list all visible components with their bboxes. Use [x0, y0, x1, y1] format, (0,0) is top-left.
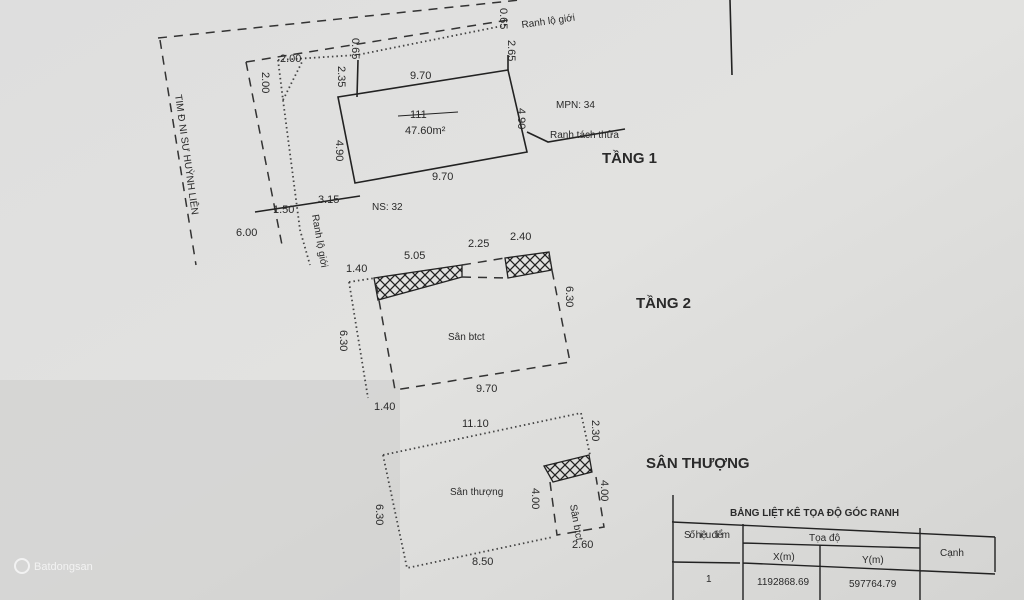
rooftop-plan: Sân thượng Sân btct 11.10 2.30 6.30 8.50…	[373, 411, 750, 570]
dim-bottom-left: 1.40	[374, 401, 395, 413]
dim-a: 1.40	[346, 263, 367, 275]
ns-label: NS: 32	[372, 202, 403, 213]
table-row: 1 1192868.69 597764.79	[706, 574, 897, 590]
table-title: BẢNG LIỆT KÊ TỌA ĐỘ GÓC RANH	[730, 506, 899, 519]
mpn-label: MPN: 34	[556, 100, 595, 111]
dim-inner-right: 4.00	[598, 480, 610, 501]
parcel-number: 111	[410, 109, 427, 121]
dim-setback-left: 2.35	[335, 66, 347, 87]
dim-seg-b: 3.15	[318, 194, 339, 206]
corner-coordinates-table: BẢNG LIỆT KÊ TỌA ĐỘ GÓC RANH Số hiệu điể…	[671, 495, 996, 600]
rooftop-label: Sân thượng	[450, 487, 503, 498]
dim-bottom: 8.50	[472, 556, 493, 568]
header-x: X(m)	[773, 552, 795, 563]
dim-left: 4.90	[333, 140, 345, 161]
floor-1-title: TẦNG 1	[602, 150, 657, 167]
watermark: Batdongsan	[14, 558, 93, 574]
dim-setback-right: 2.65	[505, 40, 517, 61]
parcel-area: 47.60m²	[405, 125, 446, 137]
dim-road: 6.00	[236, 227, 257, 239]
dim-bottom: 9.70	[476, 383, 497, 395]
cell-x: 1192868.69	[757, 577, 810, 588]
dim-right: 4.90	[515, 108, 527, 129]
header-y: Y(m)	[862, 555, 884, 566]
dim-right-top: 2.30	[589, 420, 601, 441]
dim-c: 2.25	[468, 238, 489, 250]
dim-seg-a: 1.50	[273, 204, 294, 216]
dim-left: 6.30	[373, 504, 385, 525]
dim-left: 6.30	[337, 330, 349, 351]
header-point: Số hiệu điểm	[684, 529, 730, 541]
parcel-111	[337, 69, 528, 184]
dim-offset-a: 0.65	[349, 38, 361, 59]
watermark-text: Batdongsan	[34, 561, 93, 573]
floor-2-title: TẦNG 2	[636, 295, 691, 312]
cell-point: 1	[706, 574, 712, 585]
ranh-tach-thua-label: Ranh tách thửa	[550, 129, 619, 141]
dim-top: 11.10	[462, 418, 489, 430]
watermark-logo-icon	[14, 558, 30, 574]
dim-bottom: 9.70	[432, 171, 453, 183]
header-edge: Cạnh	[940, 548, 964, 559]
dim-right: 6.30	[563, 286, 575, 307]
header-coords: Tọa độ	[809, 533, 841, 544]
dim-corner-h: 2.00	[280, 53, 301, 65]
floor-2-plan: Sân btct 1.40 5.05 2.25 2.40 6.30 6.30 9…	[337, 231, 691, 413]
dim-corner-v: 2.00	[259, 72, 271, 93]
cell-y: 597764.79	[849, 579, 897, 590]
floor-2-label: Sân btct	[448, 332, 485, 343]
dim-offset-b: 0.65	[497, 8, 509, 29]
dim-inner-left: 4.00	[529, 488, 541, 509]
rooftop-title: SÂN THƯỢNG	[646, 454, 750, 472]
dim-top: 9.70	[410, 70, 431, 82]
dim-inner-bottom: 2.60	[572, 539, 593, 551]
dim-b: 5.05	[404, 250, 425, 262]
dim-d: 2.40	[510, 231, 531, 243]
